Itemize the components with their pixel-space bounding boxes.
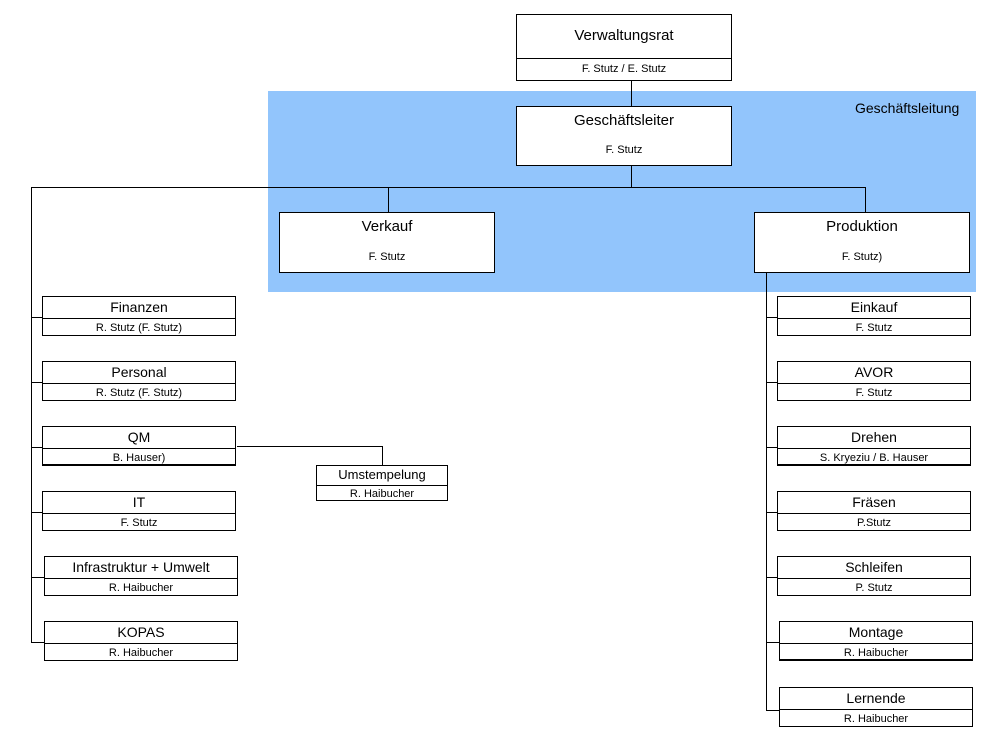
box-person: R. Haibucher	[780, 709, 972, 728]
box-qm[interactable]: QM B. Hauser)	[42, 426, 236, 466]
box-title: Montage	[848, 623, 904, 640]
connector-right-trunk	[766, 272, 767, 711]
box-title: Fräsen	[852, 493, 896, 510]
box-umstempelung[interactable]: Umstempelung R. Haibucher	[316, 465, 448, 501]
box-lernende[interactable]: Lernende R. Haibucher	[779, 687, 973, 727]
box-title: Geschäftsleiter	[573, 111, 675, 129]
connector-stub-fraesen	[766, 512, 778, 513]
box-montage[interactable]: Montage R. Haibucher	[779, 621, 973, 661]
box-person: F. Stutz / E. Stutz	[517, 58, 731, 80]
box-title: QM	[127, 428, 151, 445]
box-avor[interactable]: AVOR F. Stutz	[777, 361, 971, 401]
box-person: B. Hauser)	[43, 448, 235, 467]
box-title: KOPAS	[117, 623, 165, 640]
box-schleifen[interactable]: Schleifen P. Stutz	[777, 556, 971, 596]
connector-bus-verkauf	[388, 187, 389, 212]
box-personal[interactable]: Personal R. Stutz (F. Stutz)	[42, 361, 236, 401]
connector-stub-lernende	[766, 710, 780, 711]
box-person: R. Stutz (F. Stutz)	[43, 383, 235, 402]
box-person: R. Stutz (F. Stutz)	[43, 318, 235, 337]
box-finanzen[interactable]: Finanzen R. Stutz (F. Stutz)	[42, 296, 236, 336]
box-person: F. Stutz	[778, 318, 970, 337]
box-person: S. Kryeziu / B. Hauser	[778, 448, 970, 467]
box-person: F. Stutz	[605, 143, 643, 156]
box-einkauf[interactable]: Einkauf F. Stutz	[777, 296, 971, 336]
management-band-label: Geschäftsleitung	[855, 100, 960, 116]
box-title: Infrastruktur + Umwelt	[72, 558, 210, 575]
connector-stub-avor	[766, 382, 778, 383]
box-person: F. Stutz	[778, 383, 970, 402]
box-verwaltungsrat[interactable]: Verwaltungsrat F. Stutz / E. Stutz	[516, 14, 732, 81]
box-title: IT	[132, 493, 146, 510]
box-title: Verwaltungsrat	[574, 27, 674, 45]
connector-stub-einkauf	[766, 317, 778, 318]
box-title: Drehen	[851, 428, 897, 445]
box-person: R. Haibucher	[317, 485, 447, 502]
connector-main-bus	[31, 187, 866, 188]
connector-stub-finanzen	[31, 317, 43, 318]
connector-stub-kopas	[31, 642, 45, 643]
box-person: F. Stutz)	[841, 250, 883, 263]
box-title: Personal	[111, 363, 167, 380]
connector-qm-umstempelung-h	[237, 446, 383, 447]
box-infrastruktur-umwelt[interactable]: Infrastruktur + Umwelt R. Haibucher	[44, 556, 238, 596]
box-geschaeftsleiter[interactable]: Geschäftsleiter F. Stutz	[516, 106, 732, 166]
connector-stub-schleifen	[766, 577, 778, 578]
connector-stub-qm	[31, 447, 43, 448]
box-person: F. Stutz	[368, 250, 406, 263]
box-produktion[interactable]: Produktion F. Stutz)	[754, 212, 970, 273]
box-person: R. Haibucher	[45, 643, 237, 662]
box-kopas[interactable]: KOPAS R. Haibucher	[44, 621, 238, 661]
box-title: AVOR	[854, 363, 894, 380]
connector-stub-it	[31, 512, 43, 513]
box-title: Schleifen	[845, 558, 903, 575]
connector-stub-montage	[766, 642, 780, 643]
connector-stub-personal	[31, 382, 43, 383]
connector-qm-umstempelung-v	[382, 446, 383, 466]
connector-vr-gl	[631, 81, 632, 106]
box-title: Einkauf	[850, 298, 898, 315]
box-title: Verkauf	[361, 218, 413, 236]
box-verkauf[interactable]: Verkauf F. Stutz	[279, 212, 495, 273]
box-person: P. Stutz	[778, 578, 970, 597]
connector-stub-infrastruktur	[31, 577, 45, 578]
connector-stub-drehen	[766, 447, 778, 448]
box-title: Produktion	[826, 218, 898, 236]
box-drehen[interactable]: Drehen S. Kryeziu / B. Hauser	[777, 426, 971, 466]
box-title: Umstempelung	[338, 467, 426, 483]
box-person: P.Stutz	[778, 513, 970, 532]
box-it[interactable]: IT F. Stutz	[42, 491, 236, 531]
box-title: Lernende	[846, 689, 906, 706]
connector-bus-produktion	[865, 187, 866, 212]
box-fraesen[interactable]: Fräsen P.Stutz	[777, 491, 971, 531]
box-title: Finanzen	[110, 298, 168, 315]
connector-gl-bus	[631, 166, 632, 187]
box-person: R. Haibucher	[45, 578, 237, 597]
box-person: F. Stutz	[43, 513, 235, 532]
box-person: R. Haibucher	[780, 643, 972, 662]
connector-left-trunk	[31, 187, 32, 643]
